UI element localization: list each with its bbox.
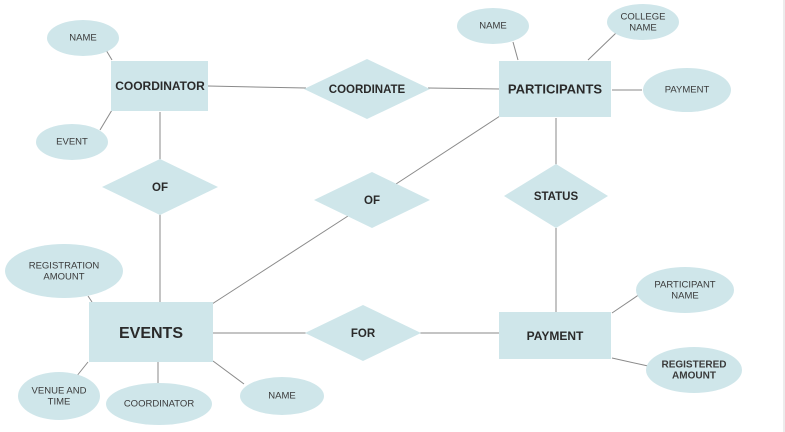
- connector-events-venue: [75, 361, 89, 378]
- attribute-label: PAYMENT: [665, 85, 710, 96]
- relationship-coordinate: COORDINATE: [304, 59, 430, 119]
- connector-coordinate-participants: [427, 87, 501, 90]
- window-edge: [783, 0, 785, 432]
- entity-box: [499, 312, 611, 359]
- attribute-label: NAME: [479, 21, 506, 32]
- coord-event-attribute: EVENT: [36, 124, 108, 160]
- connector-events-registration: [87, 295, 93, 303]
- relationship-label: FOR: [351, 328, 376, 340]
- attribute-ellipse: [607, 4, 679, 40]
- attribute-ellipse: [47, 20, 119, 56]
- relationship-diamond: [102, 159, 218, 215]
- attribute-label: EVENT: [56, 137, 88, 148]
- part-payment-attribute: PAYMENT: [643, 68, 731, 112]
- attribute-ellipse: [646, 347, 742, 393]
- attribute-label: NAME: [268, 391, 295, 402]
- connector-payment-participant-name: [611, 293, 641, 314]
- relationship-diamond: [504, 164, 608, 228]
- coord-name-attribute: NAME: [47, 20, 119, 56]
- attribute-label-line-2: NAME: [629, 23, 656, 34]
- connector-events-name: [212, 360, 245, 385]
- attribute-label: COORDINATOR: [124, 399, 195, 410]
- attribute-label-line-1: REGISTERED: [661, 360, 726, 371]
- attribute-label-line-1: VENUE AND: [32, 386, 87, 397]
- relationship-label: OF: [364, 195, 380, 207]
- entity-box: [499, 61, 611, 117]
- attribute-ellipse: [18, 372, 100, 420]
- connector-of-events-diag: [211, 215, 349, 305]
- relationship-for: FOR: [305, 305, 421, 361]
- part-name-attribute: NAME: [457, 8, 529, 44]
- entity-label: PARTICIPANTS: [508, 81, 602, 96]
- attribute-ellipse: [457, 8, 529, 44]
- connector-participants-college: [587, 32, 617, 61]
- entity-payment: PAYMENT: [499, 312, 611, 359]
- relationship-diamond: [304, 59, 430, 119]
- payment-registered-amount-attribute: REGISTERED AMOUNT: [646, 347, 742, 393]
- relationship-of-left: OF: [102, 159, 218, 215]
- connector-coordinator-name: [105, 49, 113, 61]
- relationship-of-middle: OF: [314, 172, 430, 228]
- connector-coordinator-coordinate: [207, 85, 307, 89]
- entity-label: PAYMENT: [527, 329, 584, 343]
- relationship-label: STATUS: [534, 191, 579, 203]
- relationship-diamond: [314, 172, 430, 228]
- attribute-ellipse: [643, 68, 731, 112]
- attribute-label-line-1: COLLEGE: [621, 12, 666, 23]
- relationship-diamond: [305, 305, 421, 361]
- attribute-label-line-2: AMOUNT: [672, 371, 716, 382]
- attribute-label-line-1: PARTICIPANT: [654, 280, 715, 291]
- relationship-label: OF: [152, 182, 168, 194]
- relationship-label: COORDINATE: [329, 84, 406, 96]
- connector-payment-registered-amount: [611, 357, 649, 367]
- attribute-ellipse: [636, 267, 734, 313]
- attribute-ellipse: [240, 377, 324, 415]
- connector-participants-name: [512, 41, 519, 61]
- payment-participant-name-attribute: PARTICIPANT NAME: [636, 267, 734, 313]
- entity-box: [89, 302, 213, 362]
- connector-coordinator-event: [99, 109, 113, 131]
- entity-label: EVENTS: [119, 325, 183, 342]
- attribute-label-line-2: TIME: [48, 397, 71, 408]
- attribute-ellipse: [5, 244, 123, 298]
- part-college-name-attribute: COLLEGE NAME: [607, 4, 679, 40]
- events-registration-amount-attribute: REGISTRATION AMOUNT: [5, 244, 123, 298]
- attribute-label-line-2: NAME: [671, 291, 698, 302]
- entity-participants: PARTICIPANTS: [499, 61, 611, 117]
- attribute-label-line-2: AMOUNT: [43, 272, 84, 283]
- entity-label: COORDINATOR: [115, 79, 205, 93]
- attribute-ellipse: [36, 124, 108, 160]
- entity-coordinator: COORDINATOR: [111, 61, 208, 111]
- relationship-status: STATUS: [504, 164, 608, 228]
- events-coordinator-attribute: COORDINATOR: [106, 383, 212, 425]
- connector-participants-of: [395, 115, 501, 185]
- events-venue-time-attribute: VENUE AND TIME: [18, 372, 100, 420]
- attribute-label-line-1: REGISTRATION: [29, 261, 100, 272]
- events-name-attribute: NAME: [240, 377, 324, 415]
- entity-box: [111, 61, 208, 111]
- attribute-label: NAME: [69, 33, 96, 44]
- connectors: [75, 32, 649, 385]
- attribute-ellipse: [106, 383, 212, 425]
- entity-events: EVENTS: [89, 302, 213, 362]
